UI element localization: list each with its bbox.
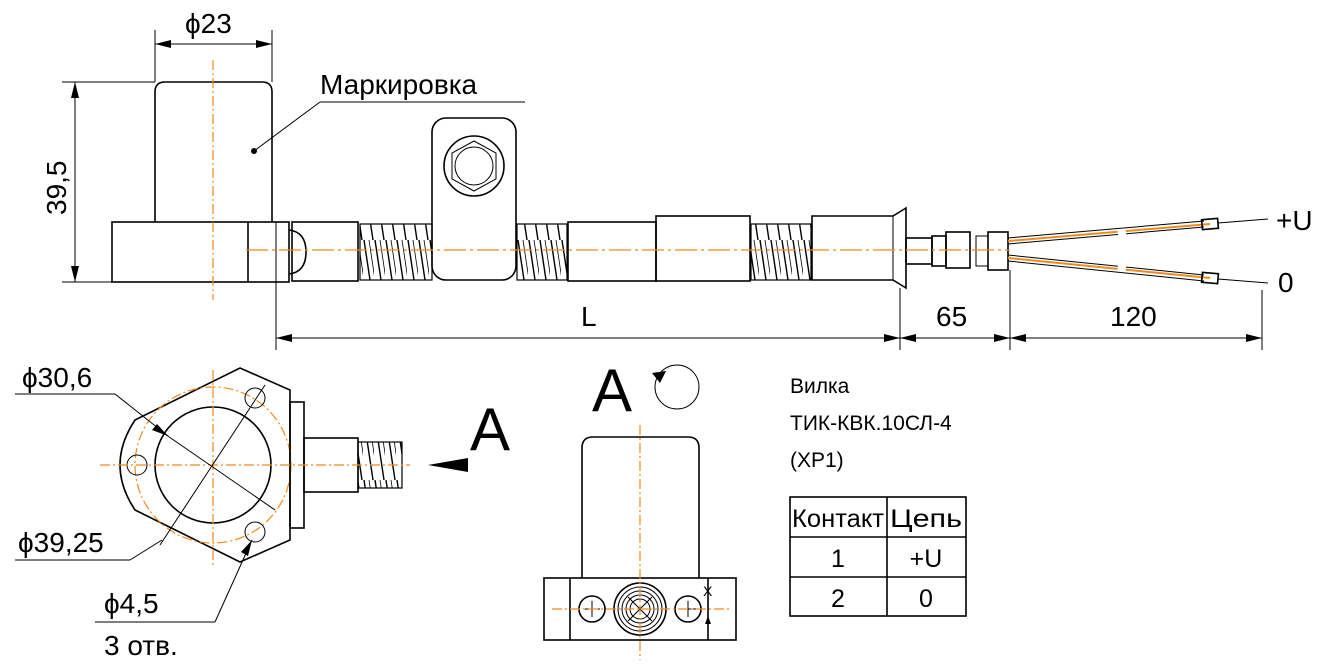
bracket-hex-nut [451,140,497,192]
armor-coil-3 [750,223,812,281]
diag-30-6 [161,431,276,511]
dim-120-arrow-l [1010,334,1026,342]
wire-zero-outline-bot [1007,260,1205,282]
cable-sleeve-3 [655,215,751,282]
dim-l-arrow-l [276,334,292,342]
dim-holes: 3 отв. [104,630,178,661]
marking-leader [253,101,321,152]
view-rotation-arrow [652,371,666,383]
view-arrow-head [428,458,468,472]
bracket-bolt [454,146,494,186]
pin-table-header-circuit: Цепь [890,505,962,533]
dim-height-arrow-b [71,266,79,282]
connector-line-3: (XP1) [790,449,844,472]
wire-zero-outline-top [1007,254,1205,276]
wire-plus-label: +U [1276,205,1313,236]
axis-x-label: X [703,583,713,599]
bolt-circle [134,386,292,544]
sensor-base [111,221,290,283]
connector-line-1: Вилка [790,375,850,398]
dim-dia-top-arrow-r [256,40,272,48]
bolt-hole-top [244,387,266,409]
ferrule-plus-pin [1217,218,1269,224]
side-dimensions: ϕ23 39,5 L 65 120 [41,8,1263,350]
connector-note: Вилка ТИК-КВК.10СЛ-4 (XP1) [790,375,952,472]
axis-x-arrow-head [705,616,711,624]
pin-table-row2-circuit: 0 [919,585,933,613]
view-a-title: A [592,357,632,424]
wire-zero-break [1117,262,1127,271]
wire-plus [1007,223,1211,242]
pin-table-frame [789,496,967,617]
dim-65-arrow-l [900,334,916,342]
dim-height: 39,5 [41,161,72,216]
pin-table-row1-circuit: +U [910,545,943,573]
view-rotation-circle [654,364,700,410]
dim-height-arrow-t [71,82,79,98]
armor-coil-2 [516,223,568,281]
leader-4-5-arrow [241,540,252,556]
pin-table-row1-contact: 1 [831,545,845,573]
dim-dia-top-arrow-l [155,40,171,48]
wire-sheath-start [975,235,989,267]
side-view: Маркировка +U 0 [111,60,1313,300]
top-view: ϕ30,6 ϕ39,25 ϕ4,5 3 отв. A [15,362,510,661]
dim-dia-39-25: ϕ39,25 [18,527,104,558]
bracket-hole [443,135,505,197]
ferrule-zero-pin [1217,278,1269,284]
dim-120-arrow-r [1246,334,1262,342]
dim-l-arrow-r [884,334,900,342]
pin-table-row2-contact: 2 [831,585,845,613]
connector-line-2: ТИК-КВК.10СЛ-4 [790,412,952,435]
armor-coil-1 [359,223,433,281]
mount-bracket [431,117,517,281]
cable-sleeve-1 [291,221,359,282]
pin-shaft [905,237,933,265]
bolt-hole-bottom [244,521,266,543]
leader-39-25 [129,539,163,561]
dim-dia-4-5: ϕ4,5 [104,588,159,619]
wire-zero [1007,257,1211,279]
pin-collar [931,235,947,267]
marking-label: Маркировка [320,69,478,100]
dim-120: 120 [1110,301,1157,332]
dim-length: L [581,301,597,332]
wire-plus-outline-bot [1007,226,1205,245]
cable-sleeve-2 [567,221,657,282]
leader-30-6-arrow [152,424,168,436]
pin-table: Контакт Цепь 1 +U 2 0 [789,496,967,617]
nut-bulge [288,229,307,275]
dim-dia-30-6: ϕ30,6 [22,362,92,393]
view-a-cap [581,436,700,578]
connector-body [811,206,907,290]
wire-plus-break [1117,229,1127,238]
flange-outline [119,367,291,563]
dim-dia-top: ϕ23 [185,8,232,39]
dim-65: 65 [936,301,967,332]
diag-39-25 [159,384,266,546]
wire-zero-label: 0 [1278,267,1294,298]
wire-plus-outline-top [1007,220,1205,239]
dim-65-arrow-r [994,334,1010,342]
ferrule-zero [1200,271,1220,285]
view-a: A X [543,357,737,660]
pin-table-header-contact: Контакт [792,505,885,533]
wire-sheath [987,231,1009,271]
ferrule-plus [1200,217,1220,231]
view-arrow-label: A [470,396,510,463]
